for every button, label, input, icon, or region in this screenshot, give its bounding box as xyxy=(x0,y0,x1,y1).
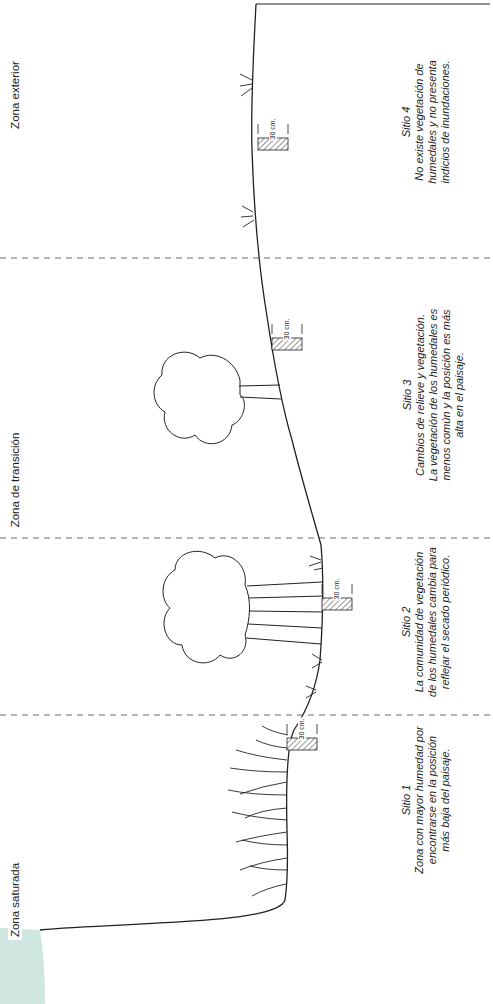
depth-label-wrap: 30 cm. xyxy=(333,577,341,600)
tree-trunks xyxy=(246,582,323,644)
ground-line xyxy=(40,4,323,930)
zone-label-wrap: Zona exterior xyxy=(8,58,22,132)
site-heading: Sitio 4 xyxy=(400,51,413,193)
zone-label: Zona saturada xyxy=(8,863,22,937)
tree-canopy xyxy=(163,551,250,663)
soil-pits xyxy=(258,138,352,750)
water xyxy=(0,928,45,1004)
depth-label: 30 cm. xyxy=(298,718,306,739)
site-note: Sitio 2La comunidad de vegetación de los… xyxy=(400,547,452,697)
depth-label: 30 cm. xyxy=(283,318,291,339)
border-line xyxy=(256,3,490,4)
site-heading: Sitio 1 xyxy=(400,724,413,876)
zone-dividers xyxy=(0,258,493,715)
site-note: Sitio 1Zona con mayor humedad por encont… xyxy=(400,724,452,876)
site-description: No existe vegetación de humedales y no p… xyxy=(413,51,452,193)
depth-label-wrap: 30 cm. xyxy=(298,717,306,740)
depth-label-wrap: 30 cm. xyxy=(283,317,291,340)
site-description: Cambios de relieve y vegetación. La vege… xyxy=(414,307,466,483)
zone-label: Zona de transición xyxy=(8,433,22,528)
zone-label-wrap: Zona de transición xyxy=(8,430,22,531)
site-note: Sitio 4No existe vegetación de humedales… xyxy=(400,51,452,193)
site-note: Sitio 3Cambios de relieve y vegetación. … xyxy=(401,307,466,483)
depth-label: 30 cm. xyxy=(269,118,277,139)
tree-trunk xyxy=(239,385,281,399)
zone-label: Zona exterior xyxy=(8,61,22,129)
dimension-ticks xyxy=(258,124,352,734)
grass-tufts xyxy=(240,74,254,227)
marsh-grass xyxy=(228,726,288,896)
depth-label: 30 cm. xyxy=(333,578,341,599)
site-heading: Sitio 2 xyxy=(400,547,413,697)
wetland-plants xyxy=(306,556,323,698)
depth-label-wrap: 30 cm. xyxy=(269,117,277,140)
zone-label-wrap: Zona saturada xyxy=(8,860,22,940)
tree-canopy xyxy=(154,352,244,444)
site-description: La comunidad de vegetación de los humeda… xyxy=(413,547,452,697)
site-heading: Sitio 3 xyxy=(401,307,414,483)
site-description: Zona con mayor humedad por encontrarse e… xyxy=(413,724,452,876)
